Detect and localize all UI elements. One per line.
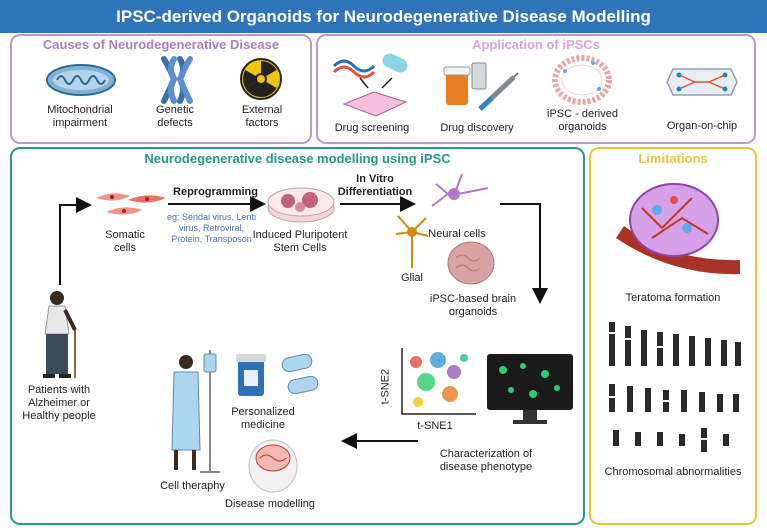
chromosomal-label: Chromosomal abnormalities bbox=[604, 466, 742, 478]
applications-panel bbox=[316, 34, 756, 144]
chip-icon bbox=[666, 68, 738, 96]
neuron-icon bbox=[431, 173, 489, 207]
ipsc-label: Induced Pluripotent Stem Cells bbox=[252, 229, 348, 255]
karyotype-icon bbox=[609, 322, 741, 452]
tsne-y-label: t-SNE2 bbox=[379, 368, 392, 405]
differentiation-label: In Vitro Differentiation bbox=[337, 173, 413, 199]
tsne-x-label: t-SNE1 bbox=[417, 420, 453, 432]
patient-figure-icon bbox=[43, 291, 77, 378]
somatic-label: Somatic cells bbox=[105, 229, 145, 255]
glial-cell-icon bbox=[395, 215, 429, 268]
somatic-cells-icon bbox=[96, 193, 166, 215]
medicine-icon bbox=[236, 353, 319, 396]
teratoma-label: Teratoma formation bbox=[625, 292, 721, 304]
causes-panel bbox=[10, 34, 312, 144]
cause-label-genetic: Genetic defects bbox=[156, 104, 194, 130]
teratoma-icon bbox=[616, 183, 740, 275]
monitor-icon bbox=[487, 354, 573, 424]
organoids-label: iPSC-based brain organoids bbox=[429, 293, 517, 319]
cause-label-external: External factors bbox=[241, 104, 283, 130]
mitochondria-icon bbox=[46, 64, 116, 96]
app-label-drug-screening: Drug screening bbox=[334, 122, 410, 134]
characterization-label: Characterization of disease phenotype bbox=[439, 448, 533, 474]
organoid-icon bbox=[552, 55, 612, 105]
personalized-label: Personalized medicine bbox=[231, 406, 295, 432]
petri-dish-icon bbox=[267, 187, 335, 223]
pill-bottle-syringe-icon bbox=[443, 62, 519, 111]
limitations-header: Limitations bbox=[638, 151, 708, 166]
patients-label: Patients with Alzheimer or Healthy peopl… bbox=[22, 384, 96, 423]
brain-organoid-icon bbox=[447, 241, 495, 285]
applications-header: Application of iPSCs bbox=[472, 37, 600, 52]
radiation-icon bbox=[240, 58, 282, 100]
reprogramming-label: Reprogramming bbox=[173, 186, 258, 198]
cause-label-mitochondrial: Mitochondrial impairment bbox=[47, 104, 113, 130]
app-label-organ-on-chip: Organ-on-chip bbox=[666, 120, 738, 132]
neural-label: Neural cells bbox=[428, 228, 486, 240]
brain-head-icon bbox=[248, 439, 298, 493]
causes-header: Causes of Neurodegenerative Disease bbox=[42, 37, 280, 52]
app-label-organoids: iPSC - derived organoids bbox=[547, 108, 618, 134]
glial-label: Glial bbox=[400, 272, 423, 284]
modelling-panel bbox=[10, 147, 585, 525]
limitations-panel bbox=[589, 147, 757, 525]
tsne-plot-icon bbox=[401, 348, 476, 415]
drug-screening-icon bbox=[332, 53, 408, 117]
disease-modelling-label: Disease modelling bbox=[225, 498, 315, 510]
app-label-drug-discovery: Drug discovery bbox=[440, 122, 514, 134]
cell-therapy-label: Cell theraphy bbox=[160, 480, 225, 492]
modelling-header: Neurodegenerative disease modelling usin… bbox=[144, 151, 451, 166]
cell-therapy-patient-icon bbox=[171, 350, 220, 473]
reprogramming-examples: eg: Sendai virus, Lenti virus, Retrovira… bbox=[166, 212, 257, 244]
chromosome-icon bbox=[161, 56, 193, 104]
page-title: IPSC-derived Organoids for Neurodegenera… bbox=[0, 0, 767, 33]
